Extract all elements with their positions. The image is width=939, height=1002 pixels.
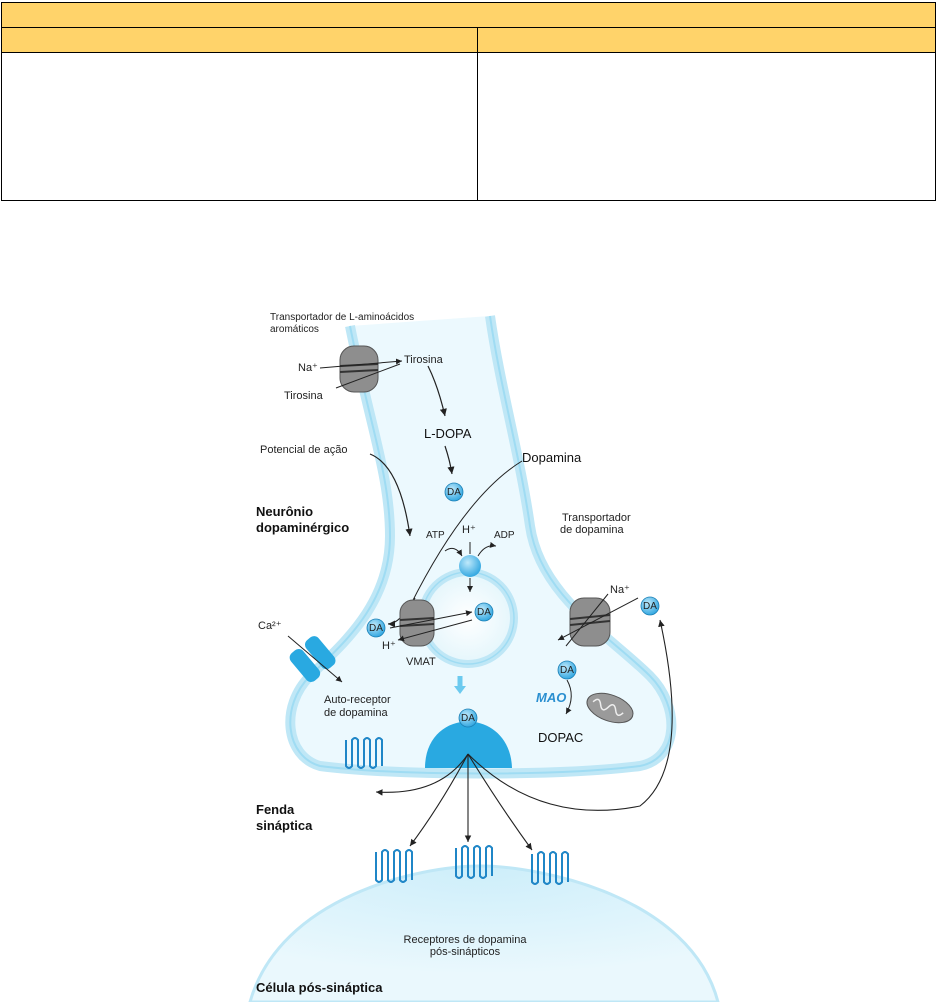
dopamine-transporter (570, 598, 610, 646)
proton-pump (459, 555, 481, 577)
da-label-reuptake: DA (640, 601, 660, 612)
cleft-label-1: Fenda (256, 802, 294, 817)
ldopa-label: L-DOPA (424, 428, 471, 440)
post-receptors-label-1: Receptores de dopamina (370, 934, 560, 946)
table-title-row (2, 3, 936, 28)
amino-transporter-label-2: aromáticos (270, 324, 319, 335)
action-potential-label: Potencial de ação (260, 444, 347, 456)
table-title-cell (2, 3, 936, 28)
diagram-drawing (240, 306, 720, 1002)
header-table (1, 2, 936, 201)
post-receptors-label-2: pós-sinápticos (370, 946, 560, 958)
table-header-right (478, 28, 936, 53)
table-cell-right (478, 53, 936, 201)
amino-acid-transporter (340, 346, 378, 392)
neuron-label-1: Neurônio (256, 504, 313, 519)
dopamine-synapse-diagram: DA DA DA DA DA DA Transportador de L-ami… (240, 306, 720, 1002)
adp-label: ADP (494, 530, 515, 541)
da-label-mao: DA (557, 665, 577, 676)
da-transporter-label-1: Transportador (562, 512, 631, 524)
dopac-label: DOPAC (538, 732, 583, 744)
dopamina-label: Dopamina (522, 452, 581, 464)
autoreceptor (346, 738, 382, 768)
da-label-vmat-in: DA (366, 623, 386, 634)
da-label-vesicle: DA (474, 607, 494, 618)
table-cell-left (2, 53, 478, 201)
amino-transporter-label-1: Transportador de L-aminoácidos (270, 312, 414, 323)
da-label-cleft: DA (458, 713, 478, 724)
h-plus-vmat-label: H⁺ (382, 640, 396, 652)
cleft-label-2: sináptica (256, 818, 312, 833)
post-cell-label: Célula pós-sináptica (256, 980, 382, 995)
mao-label: MAO (536, 692, 566, 704)
na-label-right: Na⁺ (610, 584, 630, 596)
table-header-row (2, 28, 936, 53)
vmat-label: VMAT (406, 656, 436, 668)
tirosina-in-label: Tirosina (404, 354, 443, 366)
tirosina-out-label: Tirosina (284, 390, 323, 402)
atp-label: ATP (426, 530, 445, 541)
h-plus-pump-label: H⁺ (462, 524, 476, 536)
table-body-row (2, 53, 936, 201)
table-header-left (2, 28, 478, 53)
ca-label: Ca²⁺ (258, 620, 282, 632)
autoreceptor-label-1: Auto-receptor (324, 694, 391, 706)
na-label-top: Na⁺ (298, 362, 318, 374)
neuron-label-2: dopaminérgico (256, 520, 349, 535)
autoreceptor-label-2: de dopamina (324, 707, 388, 719)
da-label-top: DA (444, 487, 464, 498)
da-transporter-label-2: de dopamina (560, 524, 624, 536)
